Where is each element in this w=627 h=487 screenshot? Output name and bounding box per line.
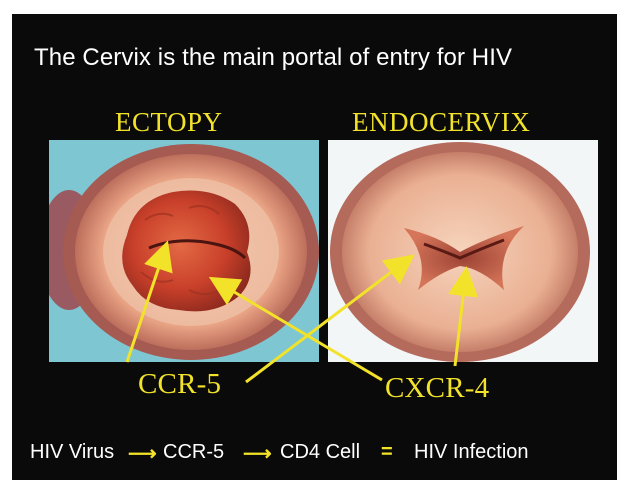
equation-term-ccr5: CCR-5: [163, 441, 224, 464]
ccr5-arrow-to-endocervix: [246, 258, 410, 382]
equation-arrow-icon: ⟶: [128, 441, 157, 466]
cxcr4-arrow-to-ectopy: [214, 280, 382, 380]
equation-term-hiv-virus: HIV Virus: [30, 441, 114, 464]
cxcr4-marker: CXCR-4: [385, 372, 489, 405]
cxcr4-arrow-to-endocervix: [455, 272, 466, 366]
ccr5-marker: CCR-5: [138, 368, 221, 401]
equation-term-cd4-cell: CD4 Cell: [280, 441, 360, 464]
equation-equals: =: [381, 441, 393, 464]
equation-result: HIV Infection: [414, 441, 529, 464]
equation-arrow-icon: ⟶: [243, 441, 272, 466]
ccr5-arrow-to-ectopy: [127, 246, 166, 362]
